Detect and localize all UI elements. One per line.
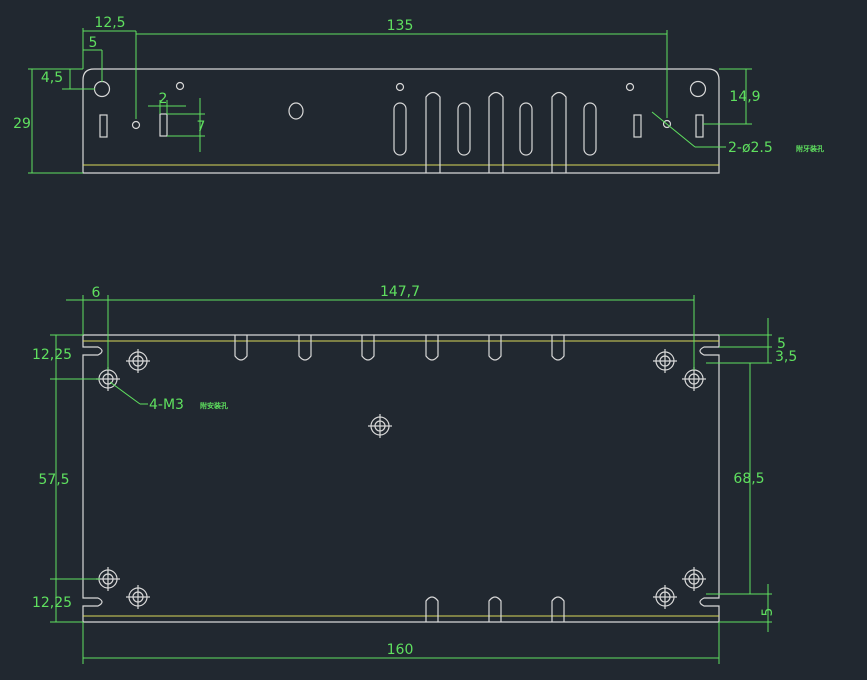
side-threaded-hole-left — [131, 120, 141, 130]
top-vent-slot — [488, 335, 502, 361]
dim-label-14-9: 14,9 — [729, 89, 760, 105]
dim-label-160: 160 — [387, 642, 414, 658]
dim-label-135: 135 — [387, 18, 414, 34]
side-vent-open-slot — [425, 91, 441, 173]
side-small-hole — [395, 82, 405, 92]
side-small-hole — [175, 81, 185, 91]
top-vent-slot — [298, 335, 312, 361]
dim-label-57-5: 57,5 — [38, 472, 69, 488]
dim-label-12-25-top: 12,25 — [32, 347, 72, 363]
side-rect-slot — [99, 114, 108, 138]
bottom-vent-slot — [425, 596, 439, 622]
dim-label-3-5: 3,5 — [775, 349, 797, 365]
bottom-vent-slot — [488, 596, 502, 622]
dim-label-5: 5 — [89, 35, 98, 51]
side-vent-open-slot — [551, 91, 567, 173]
side-hole-left — [93, 80, 111, 98]
screw-symbol — [368, 414, 392, 438]
dim-label-5-bottom: 5 — [760, 608, 776, 617]
side-rect-slot — [633, 114, 642, 138]
top-view-outline — [82, 334, 720, 623]
side-view: 12,5 5 135 4,5 29 2 7 14,9 — [13, 15, 824, 174]
side-vent-slot — [457, 102, 471, 156]
top-vent-slot — [361, 335, 375, 361]
top-vent-slot — [425, 335, 439, 361]
screw-symbol — [682, 567, 706, 591]
side-view-outline — [82, 68, 720, 174]
top-view: 6 147,7 12,25 57,5 12,25 5 3,5 68,5 5 16… — [32, 284, 797, 664]
callout-hole-label: 2-ø2.5 — [728, 140, 773, 156]
screw-symbol — [682, 367, 706, 391]
dim-label-7: 7 — [197, 119, 206, 135]
dim-label-5-top: 5 — [777, 336, 786, 352]
callout-leader — [651, 111, 696, 148]
screw-symbol — [126, 585, 150, 609]
dim-label-12-5: 12,5 — [94, 15, 125, 31]
screw-symbol — [653, 585, 677, 609]
side-small-hole — [625, 82, 635, 92]
callout-leader — [109, 381, 141, 405]
callout-hole-note: 附牙装孔 — [796, 144, 824, 153]
side-vent-slot — [583, 102, 597, 156]
side-threaded-hole-right — [662, 119, 672, 129]
dim-label-2: 2 — [159, 91, 168, 107]
side-vent-slot — [393, 102, 407, 156]
side-vent-open-slot — [488, 91, 504, 173]
dim-label-147-7: 147,7 — [380, 284, 420, 300]
screw-symbol — [126, 349, 150, 373]
side-vent-slot — [519, 102, 533, 156]
side-rect-slot — [695, 114, 704, 138]
side-oval-hole — [288, 102, 304, 120]
dim-label-68-5: 68,5 — [733, 471, 764, 487]
dim-label-4-5: 4,5 — [41, 70, 63, 86]
top-vent-slot — [551, 335, 565, 361]
dim-label-29: 29 — [13, 116, 31, 132]
screw-symbol — [653, 349, 677, 373]
callout-screw-note: 附安装孔 — [200, 401, 228, 410]
dim-label-12-25-bottom: 12,25 — [32, 595, 72, 611]
side-rect-slot — [159, 113, 168, 137]
callout-screw-label: 4-M3 — [149, 397, 184, 413]
top-vent-slot — [234, 335, 248, 361]
dim-label-6: 6 — [92, 285, 101, 301]
side-hole-right — [689, 80, 707, 98]
bottom-vent-slot — [551, 596, 565, 622]
